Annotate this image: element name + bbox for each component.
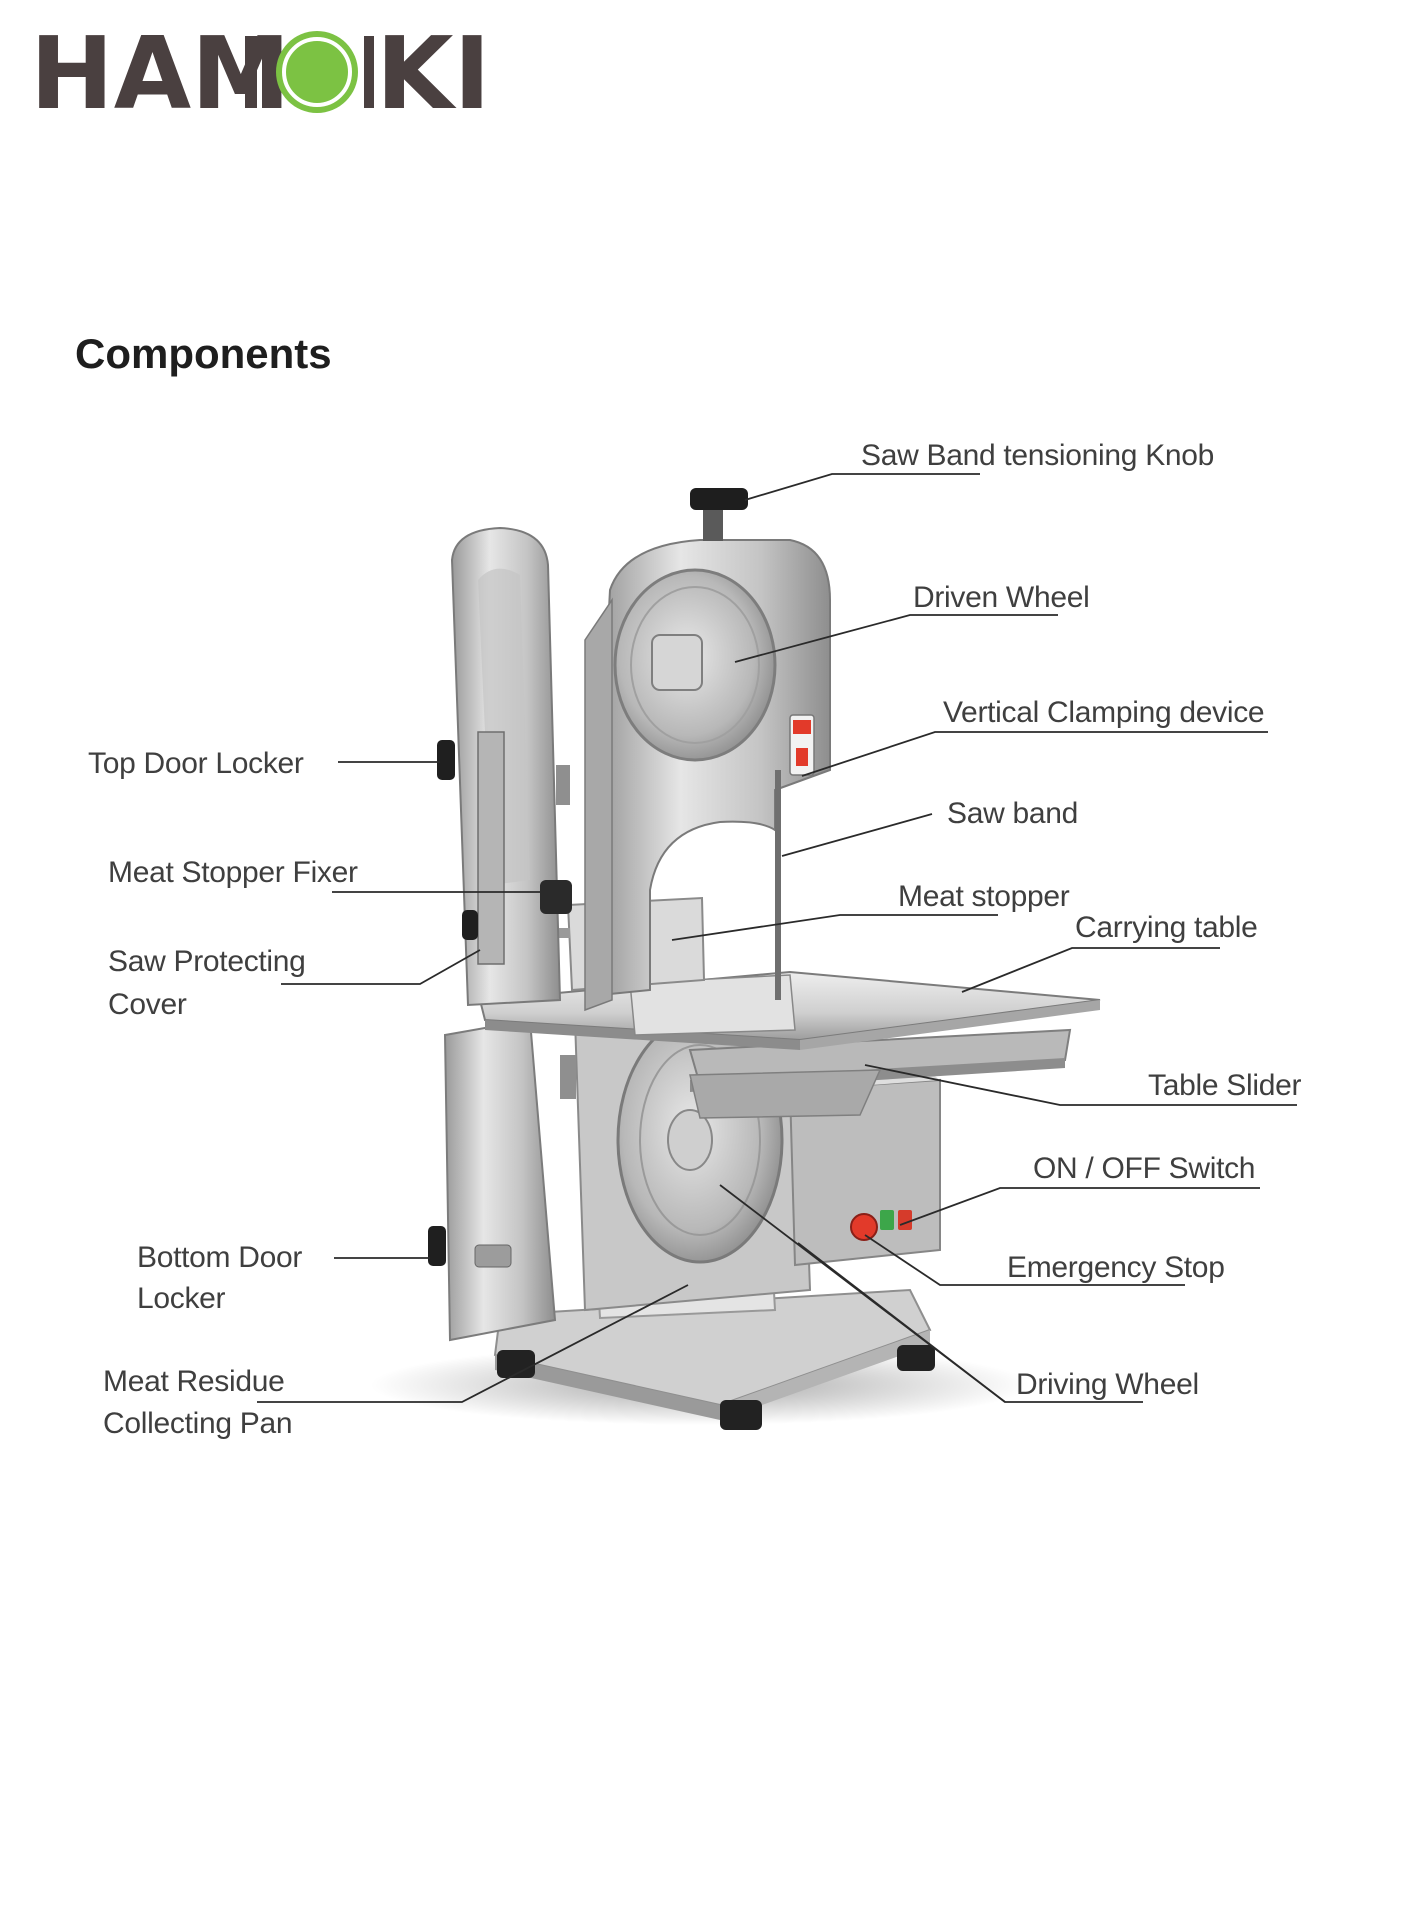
label-table-slider: Table Slider	[1148, 1069, 1301, 1102]
label-bottom-door-locker-2: Locker	[137, 1282, 226, 1315]
label-bottom-door-locker-1: Bottom Door	[137, 1241, 302, 1274]
label-meat-stopper: Meat stopper	[898, 880, 1070, 913]
top-door-locker-knob	[437, 740, 455, 780]
brand-logo: HAM KI	[30, 15, 491, 132]
label-carrying-table: Carrying table	[1075, 911, 1258, 944]
label-saw-band: Saw band	[947, 797, 1078, 830]
label-driving-wheel: Driving Wheel	[1016, 1368, 1199, 1401]
label-saw-protecting-cover-2: Cover	[108, 988, 187, 1021]
label-emergency-stop: Emergency Stop	[1007, 1251, 1225, 1284]
driven-wheel-shape	[615, 570, 775, 760]
band-saw-illustration	[370, 488, 1100, 1430]
label-meat-residue-pan-2: Collecting Pan	[103, 1407, 292, 1440]
label-driven-wheel: Driven Wheel	[913, 581, 1089, 614]
saw-band-shape	[775, 770, 781, 1000]
label-vertical-clamping-device: Vertical Clamping device	[943, 696, 1264, 729]
label-on-off-switch: ON / OFF Switch	[1033, 1152, 1255, 1185]
saw-protecting-cover-shape	[478, 732, 504, 964]
page-title: Components	[75, 330, 332, 377]
vertical-clamping-device-shape	[790, 715, 814, 775]
label-saw-protecting-cover-1: Saw Protecting	[108, 945, 306, 978]
plate-fork-knife-icon	[245, 31, 374, 113]
label-top-door-locker: Top Door Locker	[88, 747, 304, 780]
label-meat-residue-pan-1: Meat Residue	[103, 1365, 285, 1398]
bottom-door-locker-knob	[428, 1226, 446, 1266]
label-saw-band-tensioning-knob: Saw Band tensioning Knob	[861, 439, 1214, 472]
tensioning-knob-shape	[690, 488, 748, 541]
label-meat-stopper-fixer: Meat Stopper Fixer	[108, 856, 358, 889]
brand-name-right: KI	[376, 15, 491, 132]
